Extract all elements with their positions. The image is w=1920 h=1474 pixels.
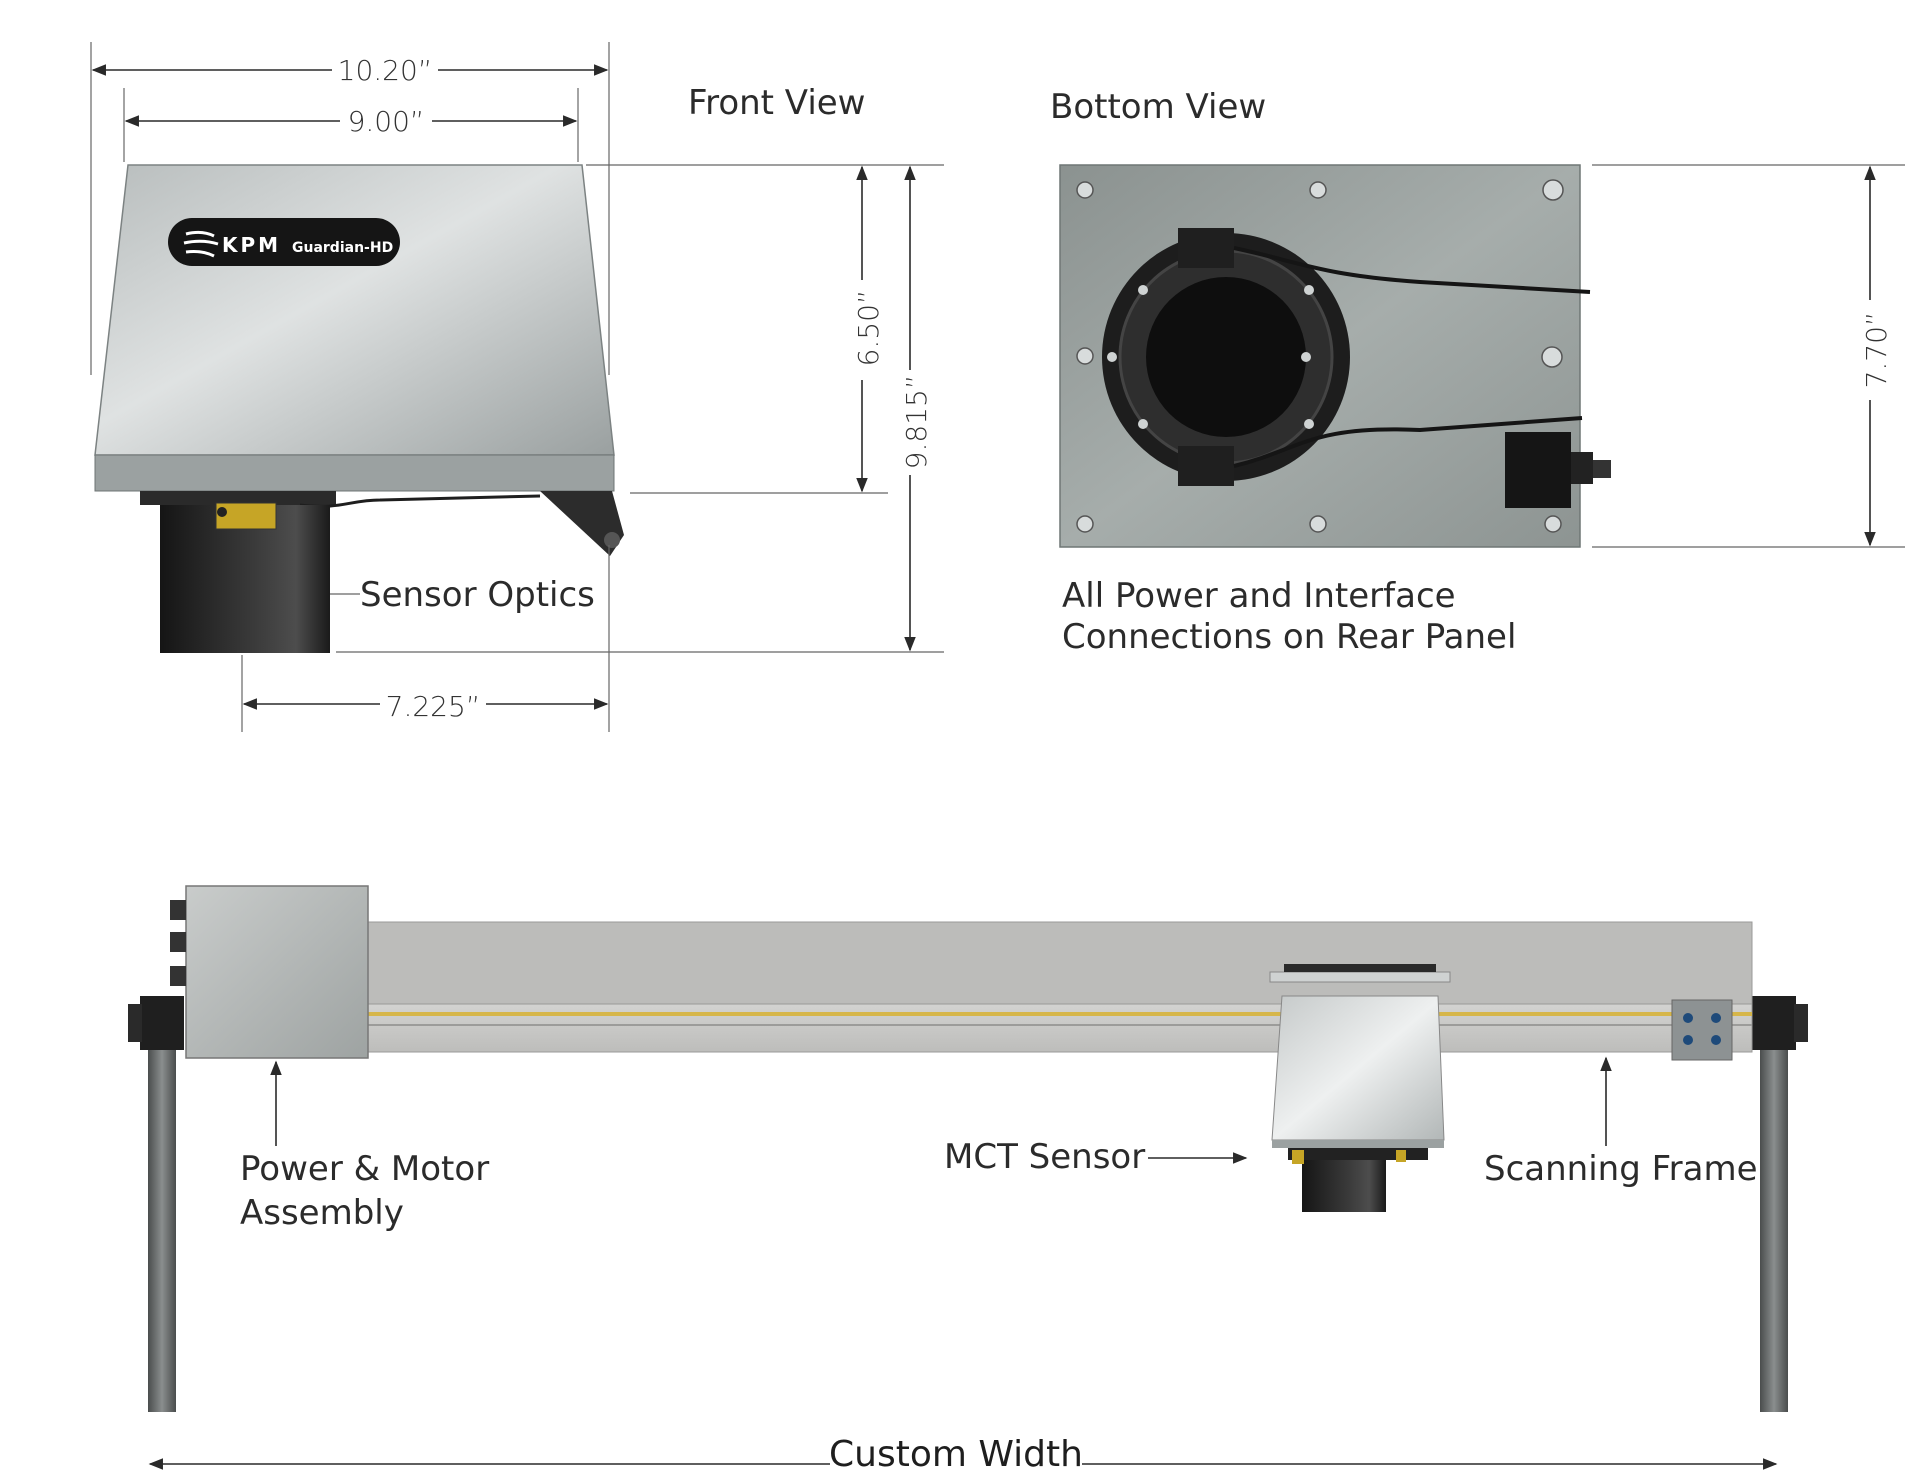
custom-width-label: Custom Width [829,1434,1083,1474]
callout-mct-sensor: MCT Sensor [944,1137,1248,1177]
mct-sensor [1269,964,1451,1212]
dim-inner-width: 9.00” [123,88,579,162]
logo-model: Guardian-HD [292,240,393,256]
mct-sensor-label: MCT Sensor [944,1137,1145,1177]
power-motor-label-line1: Power & Motor [240,1149,489,1189]
scanning-frame-label: Scanning Frame [1484,1149,1758,1189]
kpm-logo-icon [183,230,219,258]
rear-panel-note-line2: Connections on Rear Panel [1062,617,1516,657]
right-leg [1760,1040,1788,1412]
front-view: 10.20” 9.00” Front View [90,42,944,732]
dim-sensor-offset-label: 7.225” [386,690,481,723]
scanning-frame-view: Power & Motor Assembly MCT Sensor Scanni… [128,885,1808,1474]
bottom-view-title: Bottom View [1050,87,1266,127]
dim-total-height: 9.815” [336,165,944,653]
rail [367,921,1753,1061]
power-motor-label-line2: Assembly [240,1193,404,1233]
rear-panel-note-line1: All Power and Interface [1062,576,1456,616]
dim-overall-width: 10.20” [90,42,610,375]
front-view-title: Front View [688,83,866,123]
dim-inner-width-label: 9.00” [348,105,425,138]
dim-depth-label: 7.70” [1860,312,1893,389]
bottom-plate [1059,164,1611,548]
callout-power-motor: Power & Motor Assembly [240,1060,489,1233]
sensor-optics-label: Sensor Optics [360,575,595,615]
left-leg [148,1040,176,1412]
power-motor-box [170,885,369,1059]
logo-brand: KPM [222,233,281,257]
dim-housing-height: 6.50” [586,164,944,494]
dim-total-height-label: 9.815” [900,375,933,470]
dim-depth: 7.70” [1592,164,1905,548]
dim-housing-height-label: 6.50” [852,290,885,367]
dim-custom-width: Custom Width [148,1434,1778,1474]
kpm-logo-badge: KPM Guardian-HD [168,218,400,266]
dim-overall-width-label: 10.20” [338,54,433,87]
sensor-optics [160,502,330,653]
dim-sensor-offset: 7.225” [241,545,610,732]
bottom-view: Bottom View [1050,87,1905,657]
callout-scanning-frame: Scanning Frame [1484,1056,1758,1189]
